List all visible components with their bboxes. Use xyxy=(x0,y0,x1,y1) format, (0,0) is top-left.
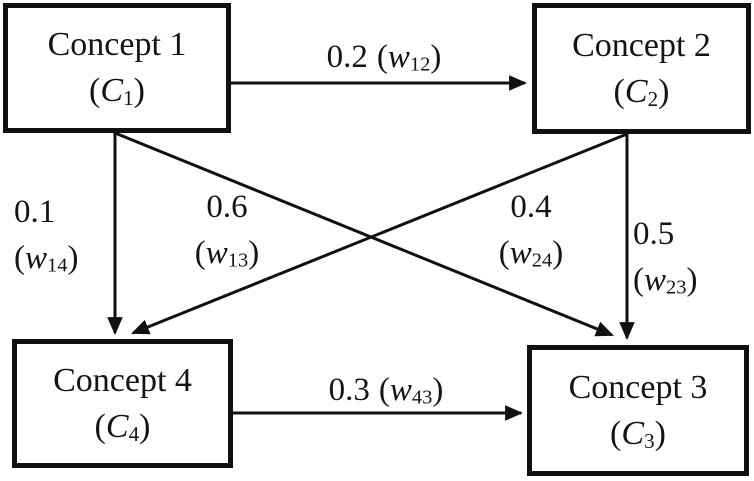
symbol-letter: C xyxy=(624,72,648,110)
edge-label-w24: 0.4(w24) xyxy=(471,184,591,276)
edge-weight-name: (w12) xyxy=(377,39,441,75)
paren-open: ( xyxy=(194,235,206,271)
paren-open: ( xyxy=(94,407,106,445)
weight-letter: w xyxy=(387,39,410,75)
weight-letter: w xyxy=(389,372,412,408)
edge-weight-value: 0.3 xyxy=(328,372,370,408)
node-title: Concept 1 xyxy=(47,26,187,63)
paren-open: ( xyxy=(89,72,101,109)
paren-close: ) xyxy=(248,235,260,271)
edge-label-w23: 0.5 (w23) xyxy=(633,211,697,303)
edge-weight-value: 0.5 xyxy=(633,216,675,252)
paren-open: ( xyxy=(14,240,25,276)
weight-letter: w xyxy=(25,240,48,276)
symbol-letter: C xyxy=(100,72,124,109)
weight-subscript: 23 xyxy=(666,276,687,299)
symbol-letter: C xyxy=(621,414,645,452)
paren-open: ( xyxy=(613,72,625,110)
node-title: Concept 4 xyxy=(53,361,192,399)
paren-close: ) xyxy=(133,72,145,109)
weight-subscript: 24 xyxy=(531,249,553,272)
weight-letter: w xyxy=(509,235,532,271)
edge-weight-name: (w24) xyxy=(471,230,591,276)
edge-label-w12: 0.2(w12) xyxy=(264,34,504,80)
edge-weight-name: (w43) xyxy=(379,372,443,408)
paren-open: ( xyxy=(633,262,644,298)
edge-weight-name: (w13) xyxy=(167,230,287,276)
paren-close: ) xyxy=(658,72,670,110)
paren-close: ) xyxy=(654,414,666,452)
paren-open: ( xyxy=(610,414,622,452)
edge-weight-name: (w14) xyxy=(14,235,78,281)
paren-close: ) xyxy=(686,262,698,298)
weight-letter: w xyxy=(205,235,228,271)
node-symbol: (C2) xyxy=(614,71,670,113)
paren-close: ) xyxy=(67,240,79,276)
node-title: Concept 2 xyxy=(572,26,711,64)
edge-weight-value: 0.2 xyxy=(326,39,368,75)
symbol-subscript: 3 xyxy=(644,428,655,453)
edge-weight-name: (w23) xyxy=(633,257,697,303)
node-concept-2: Concept 2 (C2) xyxy=(532,3,751,134)
edge-weight-value: 0.4 xyxy=(510,189,552,225)
paren-close: ) xyxy=(139,407,151,445)
paren-open: ( xyxy=(378,372,390,408)
edge-label-w43: 0.3(w43) xyxy=(266,367,506,413)
symbol-subscript: 2 xyxy=(647,86,659,111)
paren-close: ) xyxy=(430,39,442,75)
weight-subscript: 43 xyxy=(411,386,433,409)
edge-label-w13: 0.6(w13) xyxy=(167,184,287,276)
paren-open: ( xyxy=(376,39,388,75)
edge-weight-value: 0.6 xyxy=(206,189,248,225)
weight-letter: w xyxy=(644,262,667,298)
edge-label-w14: 0.1 (w14) xyxy=(14,189,78,281)
node-concept-3: Concept 3 (C3) xyxy=(527,345,749,476)
paren-open: ( xyxy=(498,235,510,271)
node-symbol: (C4) xyxy=(95,406,151,448)
weight-subscript: 12 xyxy=(409,53,431,76)
paren-close: ) xyxy=(432,372,444,408)
symbol-subscript: 1 xyxy=(123,85,134,110)
node-symbol: (C3) xyxy=(610,413,666,455)
weight-subscript: 14 xyxy=(47,254,68,277)
symbol-subscript: 4 xyxy=(128,421,140,446)
node-title: Concept 3 xyxy=(568,368,708,406)
node-symbol: (C1) xyxy=(89,70,145,112)
node-concept-4: Concept 4 (C4) xyxy=(12,339,233,468)
paren-close: ) xyxy=(552,235,564,271)
edge-weight-value: 0.1 xyxy=(14,194,56,230)
node-concept-1: Concept 1 (C1) xyxy=(3,3,231,133)
symbol-letter: C xyxy=(105,407,129,445)
weight-subscript: 13 xyxy=(227,249,249,272)
